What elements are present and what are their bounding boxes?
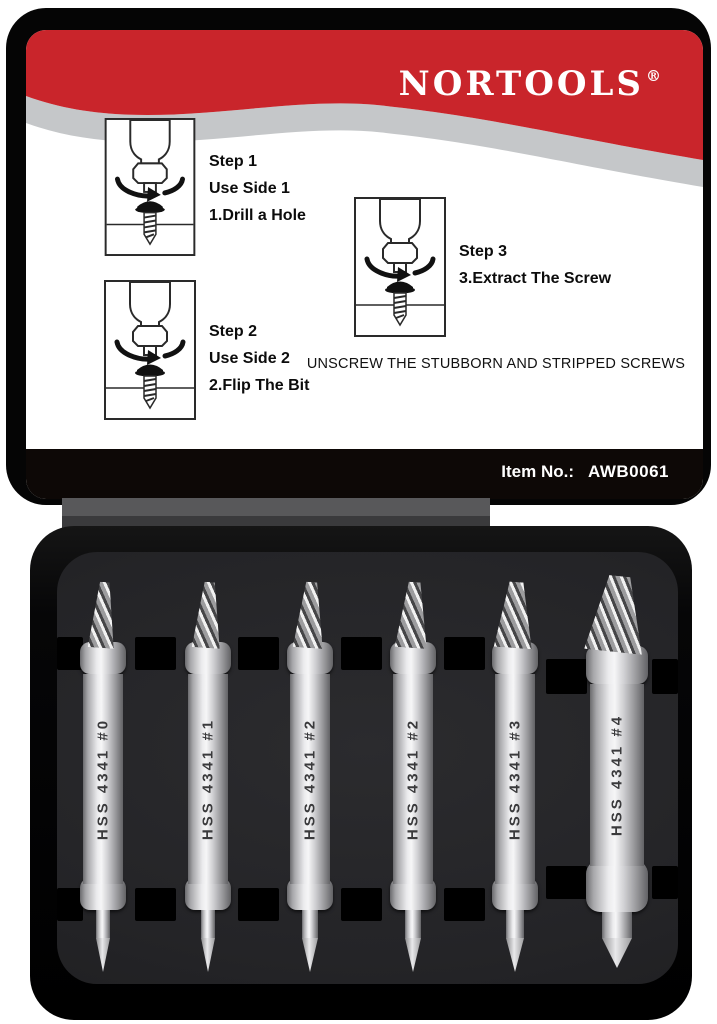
bit-shank: HSS 4341 #3 [495, 674, 535, 884]
step2-line2: Use Side 2 [209, 350, 290, 367]
drill-end [96, 910, 110, 938]
bit-label: HSS 4341 #1 [199, 717, 217, 841]
drill-tip [302, 938, 318, 972]
tray-slot [135, 888, 176, 921]
tray-slot [238, 888, 279, 921]
drill-end [506, 910, 524, 938]
step1-line3: 1.Drill a Hole [209, 207, 306, 224]
spiral-extractor-tip [293, 581, 328, 649]
drill-end [602, 912, 632, 938]
brand-logo: NORTOOLS® [399, 64, 661, 104]
spiral-extractor-tip [395, 581, 432, 649]
tray-slot [444, 888, 485, 921]
bit-label: HSS 4341 #2 [404, 717, 422, 841]
item-number-band: Item No.: AWB0061 [26, 449, 703, 499]
registered-trademark-icon: ® [646, 67, 661, 85]
extractor-bit-3: HSS 4341 #2 [381, 582, 445, 972]
step2-line3: 2.Flip The Bit [209, 377, 310, 394]
instruction-card: NORTOOLS® Step 1 Use Side 1 1.Drill a Ho… [26, 30, 703, 499]
step1-title: Step 1 [209, 153, 258, 170]
drill-tip [405, 938, 421, 972]
tray-slot [57, 637, 83, 670]
tray-slot [135, 637, 176, 670]
tray-slot [546, 659, 587, 694]
step3-title: Step 3 [459, 243, 508, 260]
tray-slot [238, 637, 279, 670]
drill-tip [602, 938, 632, 968]
bit-shank: HSS 4341 #4 [590, 684, 644, 866]
spiral-extractor-tip [494, 581, 537, 649]
tray-slot [444, 637, 485, 670]
bit-label: HSS 4341 #0 [94, 717, 112, 841]
bit-label: HSS 4341 #4 [608, 713, 626, 837]
item-number-label: Item No.: [501, 462, 575, 481]
drill-tip [201, 938, 215, 972]
extractor-bit-4: HSS 4341 #3 [483, 582, 547, 972]
tray-slot [341, 888, 382, 921]
bit-shank: HSS 4341 #0 [83, 674, 123, 884]
tray-slot [57, 888, 83, 921]
case-lid: NORTOOLS® Step 1 Use Side 1 1.Drill a Ho… [6, 8, 711, 505]
step2-title: Step 2 [209, 323, 258, 340]
hinge-top-edge [62, 498, 490, 516]
extractor-bit-2: HSS 4341 #2 [278, 582, 342, 972]
drill-diagram-step2 [104, 280, 196, 420]
tagline: UNSCREW THE STUBBORN AND STRIPPED SCREWS [306, 356, 686, 372]
bit-shank: HSS 4341 #2 [290, 674, 330, 884]
item-number-value: AWB0061 [588, 462, 669, 481]
tray-slot [546, 866, 587, 899]
brand-logo-text: NORTOOLS [398, 64, 644, 104]
drill-diagram-step1 [104, 118, 196, 256]
extractor-bit-5: HSS 4341 #4 [581, 576, 653, 968]
spiral-extractor-tip [88, 581, 119, 649]
drill-end [201, 910, 215, 938]
spiral-extractor-tip [584, 573, 650, 655]
tray-slot [652, 866, 678, 899]
spiral-extractor-tip [192, 581, 225, 649]
step3-text: Step 3 3.Extract The Screw [459, 238, 611, 292]
tray-slot [341, 637, 382, 670]
bit-label: HSS 4341 #3 [506, 717, 524, 841]
extractor-bit-0: HSS 4341 #0 [71, 582, 135, 972]
drill-tip [506, 938, 524, 972]
drill-end [302, 910, 318, 938]
extractor-bit-1: HSS 4341 #1 [176, 582, 240, 972]
step1-text: Step 1 Use Side 1 1.Drill a Hole [209, 148, 306, 229]
drill-tip [96, 938, 110, 972]
drill-diagram-step3 [354, 196, 446, 338]
step1-line2: Use Side 1 [209, 180, 290, 197]
bit-shank: HSS 4341 #1 [188, 674, 228, 884]
tray-slot [652, 659, 678, 694]
step3-line2: 3.Extract The Screw [459, 270, 612, 287]
drill-end [405, 910, 421, 938]
bit-shank: HSS 4341 #2 [393, 674, 433, 884]
bit-collar [586, 860, 648, 912]
step2-text: Step 2 Use Side 2 2.Flip The Bit [209, 318, 309, 399]
bit-label: HSS 4341 #2 [301, 717, 319, 841]
